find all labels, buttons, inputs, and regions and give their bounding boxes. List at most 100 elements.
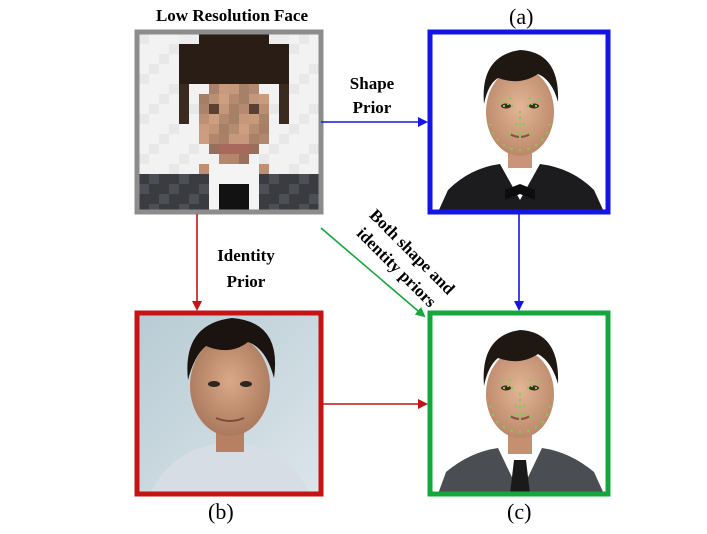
face-pixel (189, 184, 199, 194)
face-pixel (309, 194, 319, 204)
face-pixel (229, 164, 239, 174)
landmark-dot (528, 132, 532, 136)
landmark-dot (530, 384, 534, 388)
face-pixel (169, 144, 179, 154)
face-pixel (179, 124, 189, 134)
face-pixel (139, 134, 149, 144)
face-pixel (169, 74, 179, 84)
face-pixel (249, 64, 259, 74)
face-pixel (179, 154, 189, 164)
shape-prior-line-2: Prior (352, 98, 392, 117)
face-pixel (159, 184, 169, 194)
face-pixel (259, 44, 269, 54)
landmark-dot (496, 420, 499, 423)
face-pixel (189, 44, 199, 54)
face-pixel (309, 134, 319, 144)
face-pixel (239, 194, 249, 204)
face-pixel (209, 144, 219, 154)
landmark-dot (548, 405, 551, 408)
face-pixel (269, 144, 279, 154)
face-pixel (249, 204, 259, 214)
face-pixel (309, 74, 319, 84)
face-pixel (149, 184, 159, 194)
face-pixel (289, 144, 299, 154)
face-pixel (309, 54, 319, 64)
landmark-dot (518, 110, 522, 114)
landmark-dot (502, 104, 506, 108)
face-pixel (229, 74, 239, 84)
face-pixel (159, 34, 169, 44)
face-pixel (279, 194, 289, 204)
face-pixel (159, 114, 169, 124)
face-pixel (159, 64, 169, 74)
face-pixel (309, 44, 319, 54)
face-pixel (269, 184, 279, 194)
landmark-dot (526, 104, 530, 108)
face-pixel (239, 144, 249, 154)
face-pixel (159, 94, 169, 104)
face-pixel (289, 174, 299, 184)
landmark-dot (528, 414, 532, 418)
face-pixel (149, 74, 159, 84)
face-pixel (189, 124, 199, 134)
face-pixel (299, 124, 309, 134)
face-pixel (199, 204, 209, 214)
face-pixel (309, 204, 319, 214)
face-pixel (179, 114, 189, 124)
landmark-dot (522, 412, 526, 416)
face-pixel (179, 184, 189, 194)
face-pixel (259, 204, 269, 214)
label-a: (a) (509, 4, 534, 29)
face-pixel (299, 84, 309, 94)
face-pixel (269, 94, 279, 104)
landmark-dot (518, 131, 522, 135)
face-pixel (159, 154, 169, 164)
face-pixel (229, 84, 239, 94)
face-pixel (149, 124, 159, 134)
face-pixel (199, 154, 209, 164)
landmark-dot (518, 417, 522, 421)
face-pixel (279, 34, 289, 44)
face-pixel (249, 84, 259, 94)
landmark-dot (518, 123, 522, 127)
face-pixel (199, 104, 209, 114)
face-pixel (279, 204, 289, 214)
face-pixel (249, 184, 259, 194)
face-pixel (259, 184, 269, 194)
face-pixel (159, 44, 169, 54)
face-pixel (269, 104, 279, 114)
face-pixel (159, 174, 169, 184)
face-pixel (249, 74, 259, 84)
face-pixel (199, 144, 209, 154)
face-pixel (279, 114, 289, 124)
face-pixel (299, 74, 309, 84)
face-pixel (239, 44, 249, 54)
landmark-dot (522, 122, 526, 126)
face-pixel (219, 94, 229, 104)
identity-prior-line-2: Prior (226, 272, 266, 291)
face-pixel (299, 174, 309, 184)
face-pixel (139, 84, 149, 94)
face-pixel (309, 64, 319, 74)
landmark-dot (502, 386, 506, 390)
face-pixel (279, 134, 289, 144)
face-pixel (219, 74, 229, 84)
face-pixel (199, 164, 209, 174)
face-pixel (279, 94, 289, 104)
landmark-dot (528, 378, 532, 382)
face-pixel (239, 204, 249, 214)
face-pixel (189, 94, 199, 104)
face-pixel (249, 144, 259, 154)
face-pixel (179, 144, 189, 154)
face-pixel (159, 144, 169, 154)
face-pixel (149, 34, 159, 44)
face-pixel (279, 54, 289, 64)
face-pixel (179, 84, 189, 94)
label-c: (c) (507, 499, 532, 524)
landmark-dot (508, 132, 512, 136)
landmark-dot (489, 123, 492, 126)
face-pixel (269, 74, 279, 84)
face-pixel (149, 94, 159, 104)
label-b: (b) (208, 499, 234, 524)
face-pixel (139, 184, 149, 194)
